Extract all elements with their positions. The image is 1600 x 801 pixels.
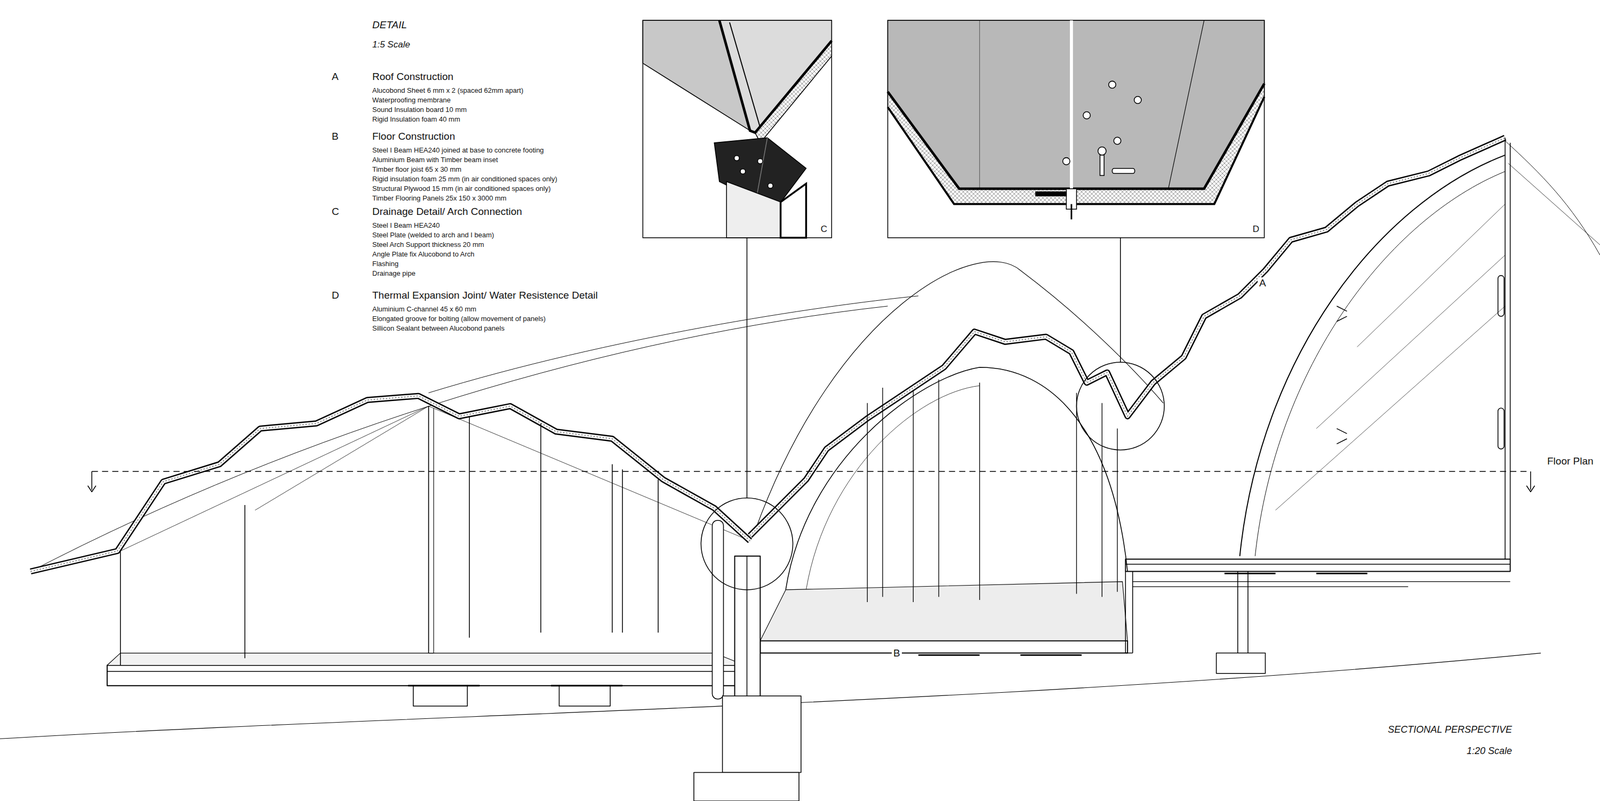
spec-line: Structural Plywood 15 mm (in air conditi… xyxy=(372,184,551,194)
item-heading: Drainage Detail/ Arch Connection xyxy=(372,205,523,219)
detail-heading: DETAIL xyxy=(372,19,407,32)
item-heading: Floor Construction xyxy=(372,130,455,143)
item-letter: D xyxy=(331,289,340,302)
spec-line: Steel I Beam HEA240 xyxy=(372,221,440,230)
detail-letter: D xyxy=(1251,224,1261,235)
item-letter: C xyxy=(331,205,340,219)
section-letter: A xyxy=(1257,277,1268,290)
spec-line: Flashing xyxy=(372,259,399,269)
spec-line: Waterproofing membrane xyxy=(372,96,451,105)
spec-line: Sillicon Sealant between Alucobond panel… xyxy=(372,324,505,333)
spec-line: Elongated groove for bolting (allow move… xyxy=(372,314,546,324)
spec-line: Angle Plate fix Alucobond to Arch xyxy=(372,250,475,259)
spec-line: Sound Insulation board 10 mm xyxy=(372,105,467,115)
spec-line: Aluminium Beam with Timber beam inset xyxy=(372,155,499,165)
scale-note: 1:5 Scale xyxy=(372,39,411,51)
spec-line: Aluminium C-channel 45 x 60 mm xyxy=(372,305,477,314)
detail-letter: C xyxy=(819,224,829,235)
floor-plan-label: Floor Plan xyxy=(1545,455,1596,468)
spec-line: Rigid insulation foam 25 mm (in air cond… xyxy=(372,174,558,184)
spec-line: Steel I Beam HEA240 joined at base to co… xyxy=(372,146,544,155)
item-letter: B xyxy=(331,130,339,143)
spec-line: Timber floor joist 65 x 30 mm xyxy=(372,165,462,174)
spec-line: Timber Flooring Panels 25x 150 x 3000 mm xyxy=(372,194,507,203)
drawing-title: SECTIONAL PERSPECTIVE xyxy=(1387,724,1512,736)
item-heading: Thermal Expansion Joint/ Water Resistenc… xyxy=(372,289,598,302)
item-heading: Roof Construction xyxy=(372,70,454,84)
spec-line: Rigid Insulation foam 40 mm xyxy=(372,115,461,124)
item-letter: A xyxy=(331,70,339,84)
scale-note: 1:20 Scale xyxy=(1466,745,1512,758)
spec-line: Steel Plate (welded to arch and I beam) xyxy=(372,230,494,240)
section-letter: B xyxy=(891,647,902,660)
spec-line: Steel Arch Support thickness 20 mm xyxy=(372,240,485,250)
spec-line: Drainage pipe xyxy=(372,269,416,278)
spec-line: Alucobond Sheet 6 mm x 2 (spaced 62mm ap… xyxy=(372,86,524,95)
